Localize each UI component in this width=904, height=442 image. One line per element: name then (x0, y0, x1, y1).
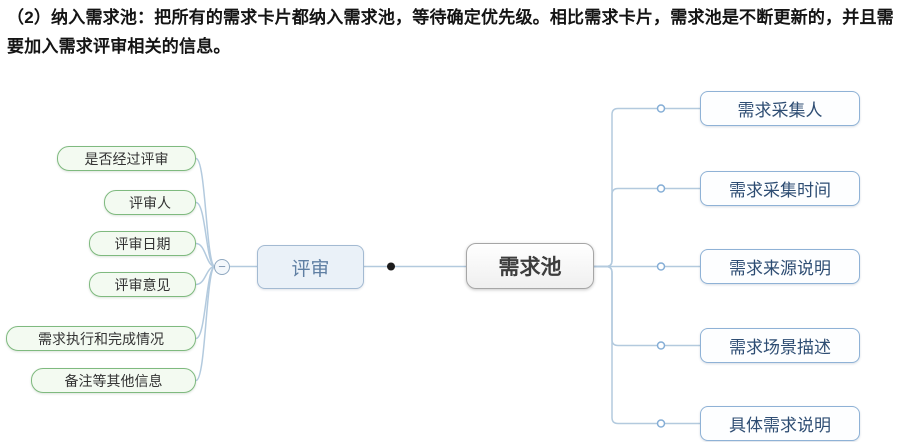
branch-node-circle (656, 184, 666, 193)
pool-child-line (594, 187, 700, 268)
node-pool-child-4[interactable]: 具体需求说明 (700, 406, 860, 441)
node-review-child-0[interactable]: 是否经过评审 (57, 146, 196, 171)
node-pool-child-2[interactable]: 需求来源说明 (700, 249, 860, 284)
branch-node-circle (656, 341, 666, 350)
node-pool-child-3[interactable]: 需求场景描述 (700, 328, 860, 363)
node-review-child-5[interactable]: 备注等其他信息 (31, 368, 196, 393)
collapse-minus-icon[interactable]: − (214, 259, 230, 275)
branch-node-circle (656, 104, 666, 113)
node-review-child-2[interactable]: 评审日期 (89, 231, 196, 256)
review-child-line (195, 157, 216, 268)
node-review-child-1[interactable]: 评审人 (104, 190, 196, 215)
review-child-line (195, 265, 216, 382)
branch-node-circle (656, 262, 666, 271)
branch-node-circle (656, 419, 666, 428)
pool-child-line (594, 265, 700, 347)
description-text: （2）纳入需求池：把所有的需求卡片都纳入需求池，等待确定优先级。相比需求卡片，需… (7, 8, 894, 56)
review-child-line (195, 242, 216, 268)
pool-child-line (594, 107, 700, 268)
pool-child-line (594, 265, 700, 425)
review-child-line (195, 201, 216, 268)
node-pool-child-1[interactable]: 需求采集时间 (700, 171, 860, 206)
node-pool-child-0[interactable]: 需求采集人 (700, 91, 860, 126)
node-review[interactable]: 评审 (257, 245, 364, 289)
review-child-line (195, 265, 216, 340)
junction-dot (387, 262, 395, 271)
node-review-child-3[interactable]: 评审意见 (89, 272, 196, 297)
review-child-line (195, 265, 216, 286)
node-requirement-pool[interactable]: 需求池 (466, 243, 594, 289)
node-review-child-4[interactable]: 需求执行和完成情况 (6, 326, 196, 351)
